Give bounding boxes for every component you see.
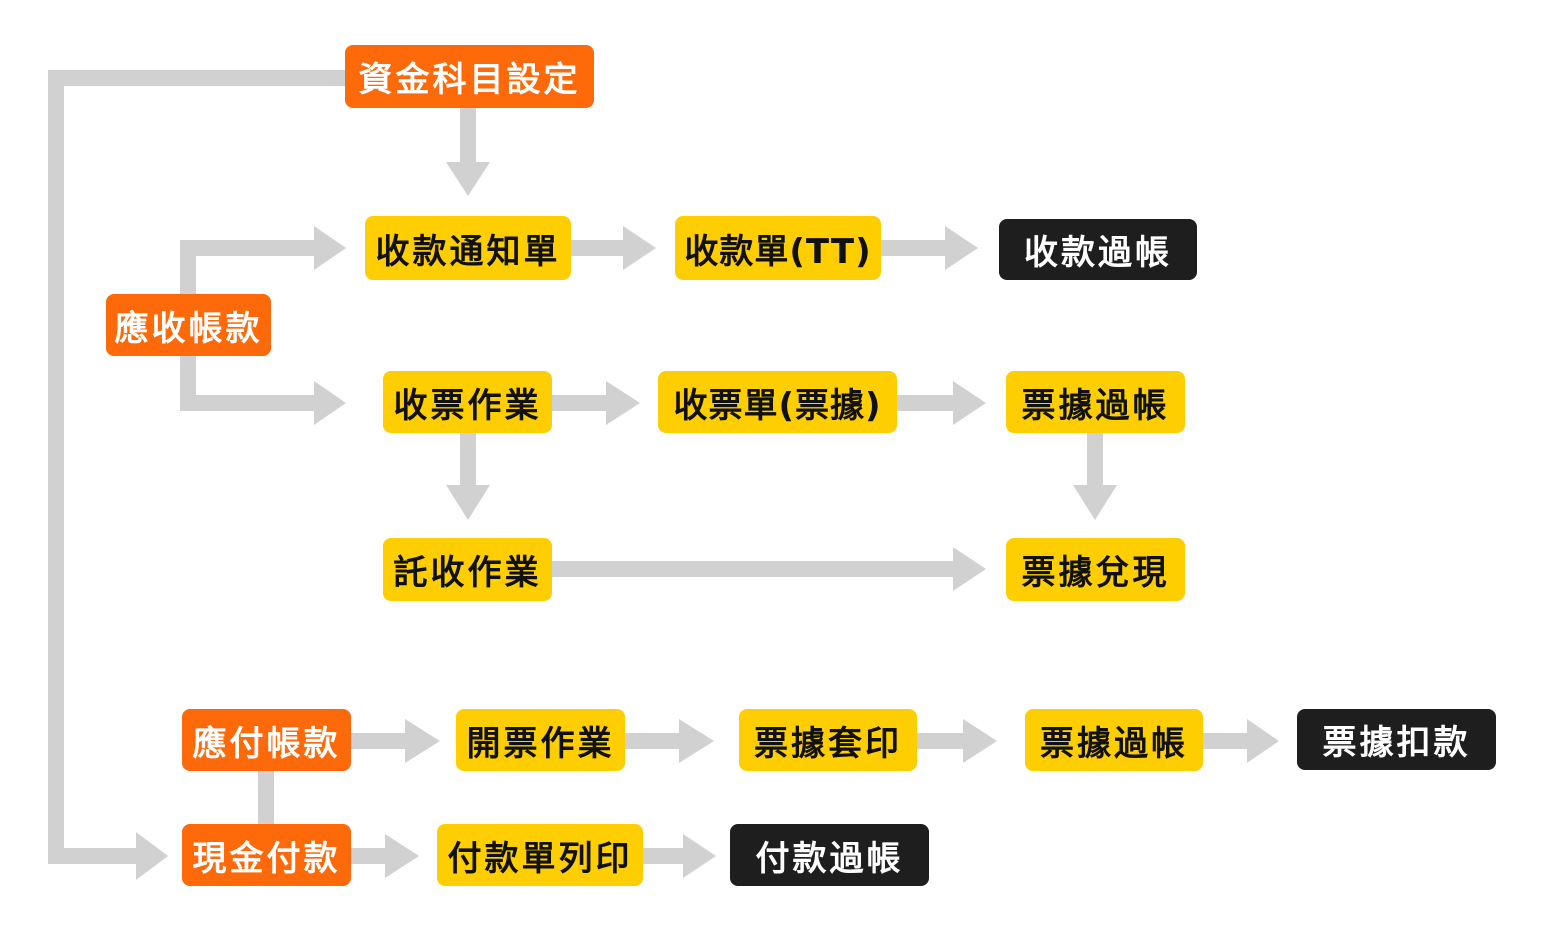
connector-arrowhead bbox=[945, 226, 978, 270]
node-receipt-tt: 收款單(TT) bbox=[675, 216, 881, 280]
connector-line bbox=[351, 733, 409, 749]
node-fund-account-setup: 資金科目設定 bbox=[345, 45, 594, 108]
connector-arrowhead bbox=[446, 485, 490, 520]
connector-arrowhead bbox=[314, 381, 346, 425]
connector-arrowhead bbox=[683, 834, 716, 878]
connector-line bbox=[460, 108, 476, 166]
node-payment-slip-print: 付款單列印 bbox=[437, 824, 643, 886]
node-accounts-receivable: 應收帳款 bbox=[106, 294, 271, 356]
connector-line bbox=[48, 70, 348, 86]
connector-line bbox=[460, 433, 476, 489]
node-payment-posting: 付款過帳 bbox=[730, 824, 929, 886]
node-receipt-posting: 收款過帳 bbox=[999, 219, 1197, 280]
connector-arrowhead bbox=[606, 381, 640, 425]
connector-line bbox=[1203, 733, 1251, 749]
node-note-posting-ar: 票據過帳 bbox=[1006, 371, 1185, 433]
connector-arrowhead bbox=[446, 162, 490, 196]
connector-line bbox=[48, 848, 140, 864]
node-note-printing: 票據套印 bbox=[739, 709, 917, 771]
node-note-receipt: 收票單(票據) bbox=[658, 371, 897, 433]
connector-line bbox=[1087, 433, 1103, 489]
connector-line bbox=[917, 733, 967, 749]
connector-arrowhead bbox=[314, 226, 346, 270]
node-note-posting-ap: 票據過帳 bbox=[1025, 709, 1203, 771]
connector-arrowhead bbox=[385, 834, 419, 878]
connector-line bbox=[258, 770, 274, 824]
node-receipt-notice: 收款通知單 bbox=[365, 216, 571, 280]
node-note-cashing: 票據兌現 bbox=[1006, 538, 1185, 601]
connector-line bbox=[351, 848, 389, 864]
connector-line bbox=[552, 561, 957, 577]
connector-line bbox=[48, 70, 64, 864]
connector-arrowhead bbox=[623, 226, 656, 270]
connector-line bbox=[552, 395, 610, 411]
connector-line bbox=[180, 395, 318, 411]
connector-arrowhead bbox=[1247, 719, 1279, 763]
connector-arrowhead bbox=[679, 719, 714, 763]
connector-arrowhead bbox=[405, 719, 440, 763]
node-note-deduction: 票據扣款 bbox=[1297, 709, 1496, 770]
connector-line bbox=[180, 240, 318, 256]
node-note-receiving: 收票作業 bbox=[383, 371, 552, 433]
connector-arrowhead bbox=[953, 381, 986, 425]
node-collection-entrust: 託收作業 bbox=[383, 538, 552, 601]
node-cash-payment: 現金付款 bbox=[182, 824, 351, 886]
node-note-issuing: 開票作業 bbox=[456, 709, 625, 771]
connector-arrowhead bbox=[953, 547, 986, 591]
connector-arrowhead bbox=[1073, 485, 1117, 520]
connector-arrowhead bbox=[963, 719, 997, 763]
connector-line bbox=[643, 848, 687, 864]
connector-line bbox=[571, 240, 627, 256]
connector-line bbox=[897, 395, 957, 411]
connector-line bbox=[625, 733, 683, 749]
connector-line bbox=[881, 240, 949, 256]
connector-arrowhead bbox=[136, 832, 168, 880]
node-accounts-payable: 應付帳款 bbox=[182, 709, 351, 771]
